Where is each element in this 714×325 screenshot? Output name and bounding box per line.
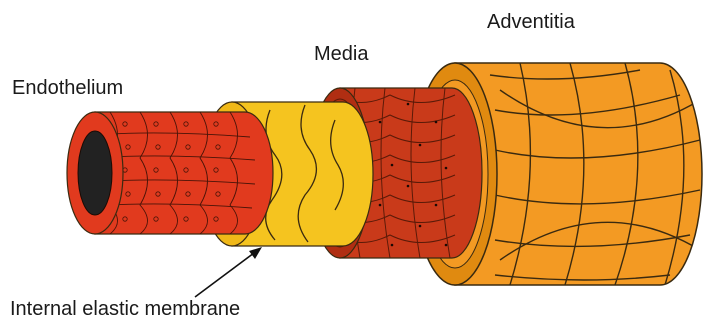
internal-elastic-membrane-arrow — [195, 247, 262, 297]
lumen — [78, 131, 112, 215]
adventitia-label: Adventitia — [487, 11, 575, 33]
endothelium-label: Endothelium — [12, 77, 123, 99]
endothelium-layer — [67, 112, 273, 234]
media-label: Media — [314, 43, 368, 65]
internal-elastic-membrane-label: Internal elastic membrane — [10, 298, 240, 320]
